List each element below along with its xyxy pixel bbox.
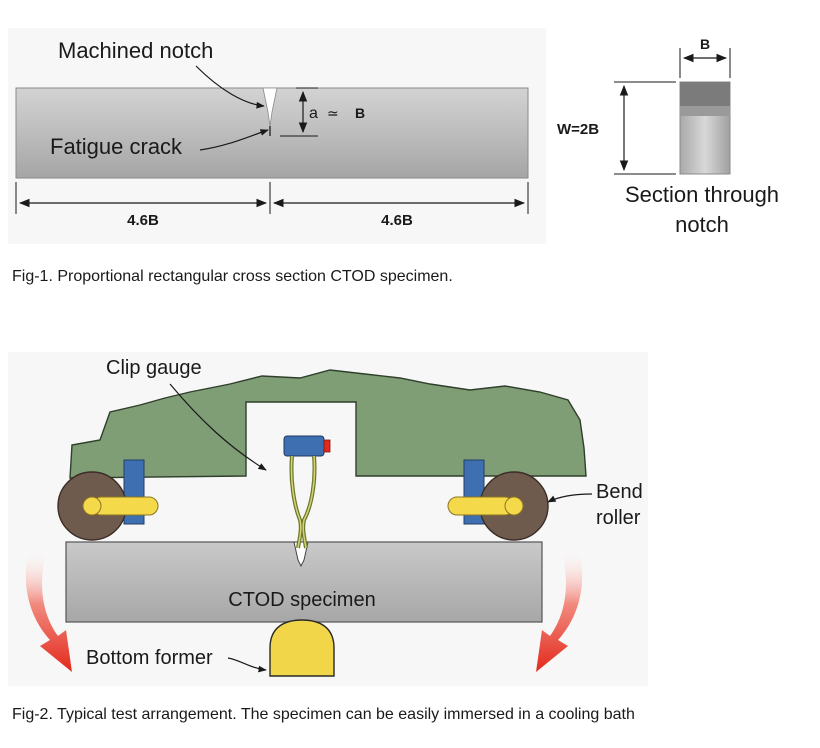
right-roller-axle <box>447 496 515 516</box>
fig2-caption: Fig-2. Typical test arrangement. The spe… <box>12 706 635 723</box>
bend-roller-label-line1: Bend <box>596 481 643 503</box>
clip-gauge-leader <box>169 383 267 471</box>
approx-symbol: ≃ <box>327 105 339 121</box>
section-depth-label: W=2B <box>557 121 599 138</box>
loading-rig <box>69 369 587 479</box>
fig2-diagram: Clip gauge Bend roller CTOD specimen Bot… <box>8 352 648 686</box>
notch-leader-line <box>195 65 265 109</box>
section-notch-region <box>680 82 730 106</box>
fatigue-crack-label: Fatigue crack <box>50 134 183 159</box>
section-width-label: B <box>700 36 710 52</box>
bottom-former <box>269 619 335 677</box>
machined-notch <box>262 87 278 127</box>
section-crack-region <box>680 106 730 116</box>
clip-gauge-body <box>283 435 325 457</box>
fig1-caption: Fig-1. Proportional rectangular cross se… <box>12 268 453 285</box>
section-label-line1: Section through <box>625 182 779 207</box>
bend-roller-label-line2: roller <box>596 507 641 529</box>
right-bend-arrow <box>536 548 583 672</box>
fig1-diagram: a ≃ B Machined notch Fatigue crack 4.6B … <box>8 28 779 244</box>
section-label-line2: notch <box>675 212 729 237</box>
ctod-specimen-label: CTOD specimen <box>228 589 375 611</box>
machined-notch-label: Machined notch <box>58 38 213 63</box>
clip-gauge-label: Clip gauge <box>106 357 202 379</box>
bottom-former-label: Bottom former <box>86 647 213 669</box>
crack-depth-b-label: B <box>355 105 365 121</box>
crack-depth-label: a <box>309 105 318 122</box>
crack-leader-line <box>199 129 269 151</box>
clip-gauge-connector <box>323 439 331 453</box>
left-length-label: 4.6B <box>127 212 159 229</box>
bend-roller-leader <box>547 493 593 503</box>
right-length-label: 4.6B <box>381 212 413 229</box>
left-roller-axle <box>91 496 159 516</box>
bottom-former-leader <box>227 657 267 673</box>
left-bend-arrow <box>25 548 72 672</box>
